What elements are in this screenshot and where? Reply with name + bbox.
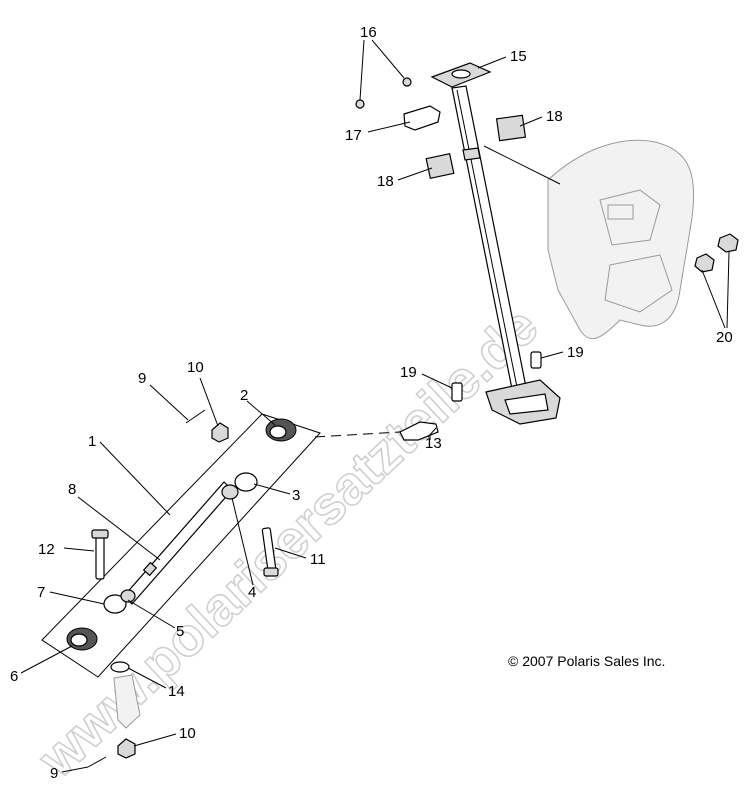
leader-lines — [20, 39, 730, 773]
part-19-pin-right — [530, 351, 542, 369]
part-2-bushing — [265, 418, 297, 442]
part-11-bolt — [261, 527, 279, 577]
callout-18-upper: 18 — [546, 108, 563, 125]
part-6-bushing — [66, 627, 98, 651]
part-3-joint — [234, 472, 258, 492]
part-18-clip-upper — [495, 114, 527, 142]
callout-12: 12 — [38, 541, 55, 558]
callouts: 1 2 3 4 5 6 7 8 9 9 10 10 11 12 13 14 15… — [10, 24, 733, 782]
callout-2: 2 — [240, 387, 248, 404]
dashed-link — [314, 431, 401, 438]
part-18-clip-lower — [425, 153, 455, 179]
callout-16: 16 — [360, 24, 377, 41]
callout-19-left: 19 — [400, 364, 417, 381]
part-17-clamp — [403, 105, 441, 131]
part-13-plate — [399, 421, 439, 441]
callout-6: 6 — [10, 668, 18, 685]
callout-11: 11 — [310, 551, 326, 568]
callout-18-lower: 18 — [377, 173, 394, 190]
dash-panel — [547, 139, 695, 340]
callout-15: 15 — [510, 48, 527, 65]
callout-3: 3 — [292, 487, 300, 504]
callout-10-lower: 10 — [179, 725, 196, 742]
steering-column — [430, 62, 561, 425]
callout-14: 14 — [168, 683, 185, 700]
callout-8: 8 — [68, 481, 76, 498]
callout-17: 17 — [345, 127, 362, 144]
part-14-washer — [110, 661, 130, 673]
callout-9-upper: 9 — [138, 370, 146, 387]
callout-5: 5 — [176, 623, 184, 640]
callout-19-right: 19 — [567, 344, 584, 361]
callout-4: 4 — [248, 584, 256, 601]
copyright-notice: © 2007 Polaris Sales Inc. — [508, 653, 665, 669]
part-12-bolt — [91, 529, 109, 580]
callout-13: 13 — [425, 435, 442, 452]
part-9-cotter-pin-upper — [185, 409, 206, 424]
callout-7: 7 — [37, 584, 45, 601]
assembly-box — [41, 413, 321, 678]
part-5-boot — [120, 589, 136, 603]
watermark: www.polarisersatzteile.de — [27, 296, 550, 789]
callout-1: 1 — [88, 433, 96, 450]
part-20-nuts — [694, 233, 739, 273]
callout-20: 20 — [716, 329, 733, 346]
part-9-cotter-pin-lower — [87, 756, 107, 768]
callout-9-lower: 9 — [50, 765, 58, 782]
part-4-boot — [221, 484, 239, 500]
part-19-pin-left — [451, 382, 463, 402]
spindle-arm — [113, 674, 141, 729]
part-10-nut-lower — [117, 738, 136, 759]
part-16-bolts — [355, 77, 412, 109]
part-10-nut-upper — [211, 422, 229, 443]
callout-10-upper: 10 — [187, 359, 204, 376]
